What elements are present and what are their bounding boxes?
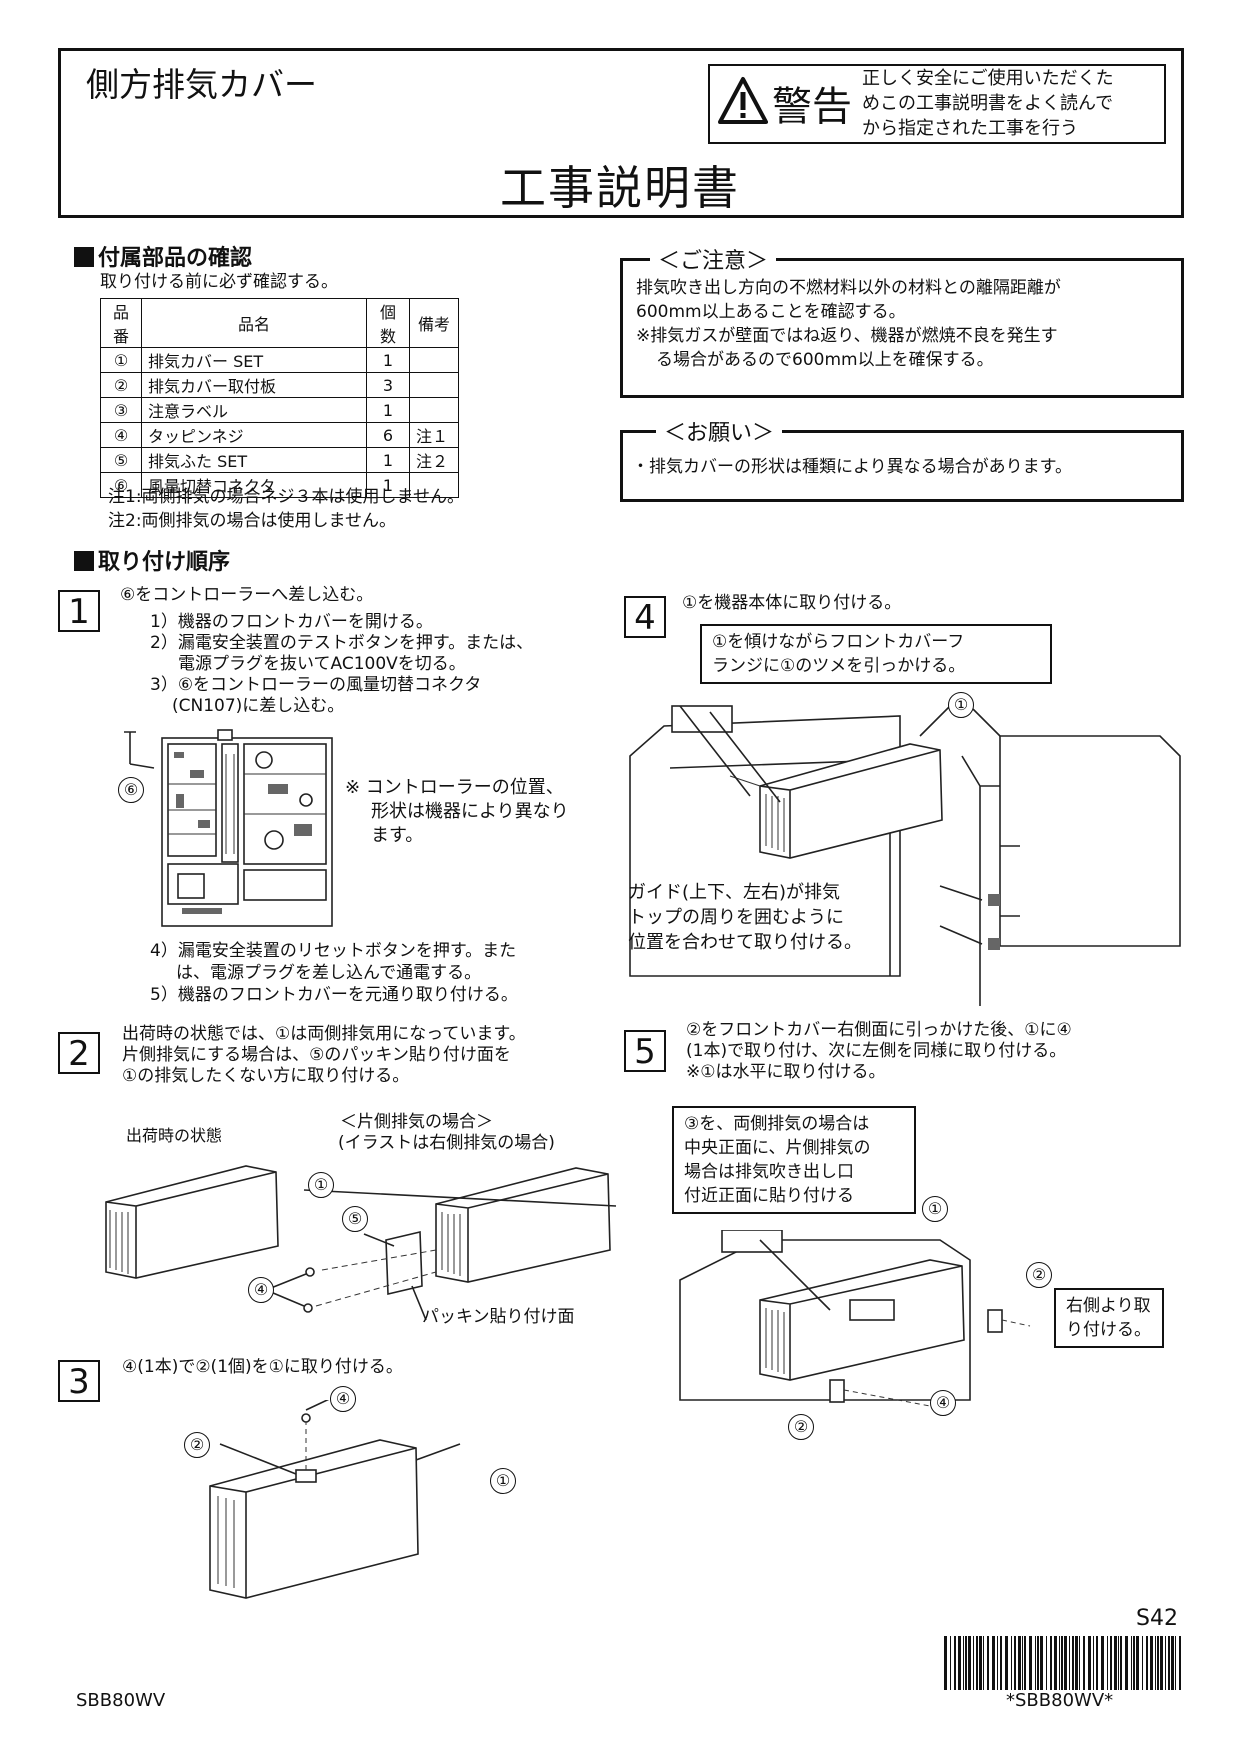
step-5-illustration bbox=[679, 1230, 1031, 1407]
packing-face-label: パッキン貼り付け面 bbox=[422, 1307, 575, 1327]
step-3-text: ④(1本)で②(1個)を①に取り付ける。 bbox=[122, 1357, 403, 1377]
part-4-callout: ④ bbox=[330, 1386, 356, 1412]
parts-heading: 付属部品の確認 bbox=[74, 240, 252, 272]
step-4-callout: ①を傾けながらフロントカバーフ ランジに①のツメを引っかける。 bbox=[700, 624, 1052, 684]
step-2-number: 2 bbox=[58, 1032, 100, 1074]
part-4-callout: ④ bbox=[248, 1277, 274, 1303]
step-1-substeps-2: 4）漏電安全装置のリセットボタンを押す。また は、電源プラグを差し込んで通電する… bbox=[150, 941, 518, 1005]
part-5-callout: ⑤ bbox=[342, 1206, 368, 1232]
step-5-text: ②をフロントカバー右側面に引っかけた後、①に④ (1本)で取り付け、次に左側を同… bbox=[686, 1020, 1072, 1082]
header-frame bbox=[58, 48, 1184, 218]
step-4-illustration bbox=[629, 694, 1181, 1006]
document-title: 工事説明書 bbox=[500, 161, 740, 215]
warning-text: 正しく安全にご使用いただくた めこの工事説明書をよく読んで から指定された工事を… bbox=[862, 68, 1114, 139]
warning-word: 警告 bbox=[772, 84, 852, 130]
step-3-illustration bbox=[209, 1400, 461, 1599]
step-1-number: 1 bbox=[58, 590, 100, 632]
page-code: S42 bbox=[1136, 1606, 1178, 1631]
warning-triangle-icon bbox=[718, 77, 768, 124]
square-bullet-icon bbox=[74, 247, 94, 267]
step-1-title: ⑥をコントローラーへ差し込む。 bbox=[120, 585, 374, 605]
step-4-text: ①を機器本体に取り付ける。 bbox=[682, 593, 902, 613]
part-2-callout: ② bbox=[1026, 1262, 1052, 1288]
step-5-number: 5 bbox=[624, 1030, 666, 1072]
part-1-callout: ① bbox=[948, 692, 974, 718]
caution-label: ＜ご注意＞ bbox=[650, 243, 777, 275]
parts-note-2: 注2:両側排気の場合は使用しません。 bbox=[108, 511, 397, 531]
parts-note-1: 注1:両側排気の場合ネジ３本は使用しません。 bbox=[108, 487, 465, 507]
part-2-callout: ② bbox=[184, 1432, 210, 1458]
product-name: 側方排気カバー bbox=[86, 65, 317, 104]
request-text: ・排気カバーの形状は種類により異なる場合があります。 bbox=[632, 457, 1072, 477]
one-side-label: ＜片側排気の場合＞ (イラストは右側排気の場合) bbox=[338, 1112, 555, 1153]
part-1-callout: ① bbox=[308, 1172, 334, 1198]
caution-text: 排気吹き出し方向の不燃材料以外の材料との離隔距離が 600mm以上あることを確認… bbox=[636, 278, 1061, 370]
barcode-text: *SBB80WV* bbox=[1006, 1690, 1114, 1711]
request-box bbox=[620, 430, 1184, 502]
table-header-row: 品番 品名 個数 備考 bbox=[100, 298, 459, 348]
request-label: ＜お願い＞ bbox=[656, 415, 783, 447]
step-3-number: 3 bbox=[58, 1360, 100, 1402]
caution-box bbox=[620, 258, 1184, 398]
part-1-callout: ① bbox=[922, 1196, 948, 1222]
barcode bbox=[944, 1636, 1181, 1690]
step-2-text: 出荷時の状態では、①は両側排気用になっています。 片側排気にする場合は、⑤のパッ… bbox=[122, 1024, 526, 1086]
step-1-note: ※ コントローラーの位置、 形状は機器により異なり ます。 bbox=[345, 777, 569, 846]
part-2-callout: ② bbox=[788, 1414, 814, 1440]
part-6-callout: ⑥ bbox=[118, 777, 144, 803]
step-4-number: 4 bbox=[624, 596, 666, 638]
shipping-state-label: 出荷時の状態 bbox=[126, 1126, 223, 1145]
right-side-callout: 右側より取 り付ける。 bbox=[1054, 1288, 1164, 1348]
step-4-guide-text: ガイド(上下、左右)が排気 トップの周りを囲むように 位置を合わせて取り付ける。 bbox=[628, 882, 862, 953]
warning-box bbox=[708, 64, 1166, 144]
parts-intro: 取り付ける前に必ず確認する。 bbox=[100, 272, 338, 292]
part-1-callout: ① bbox=[490, 1468, 516, 1494]
step-5-callout: ③を、両側排気の場合は 中央正面に、片側排気の 場合は排気吹き出し口 付近正面に… bbox=[672, 1106, 916, 1214]
model-number: SBB80WV bbox=[76, 1690, 166, 1711]
step-1-substeps: 1）機器のフロントカバーを開ける。 2）漏電安全装置のテストボタンを押す。または… bbox=[150, 612, 534, 716]
square-bullet-icon bbox=[74, 551, 94, 571]
procedure-heading: 取り付け順序 bbox=[74, 544, 230, 576]
part-4-callout: ④ bbox=[930, 1390, 956, 1416]
controller-illustration bbox=[124, 729, 333, 927]
step-2-illustration bbox=[105, 1165, 617, 1320]
